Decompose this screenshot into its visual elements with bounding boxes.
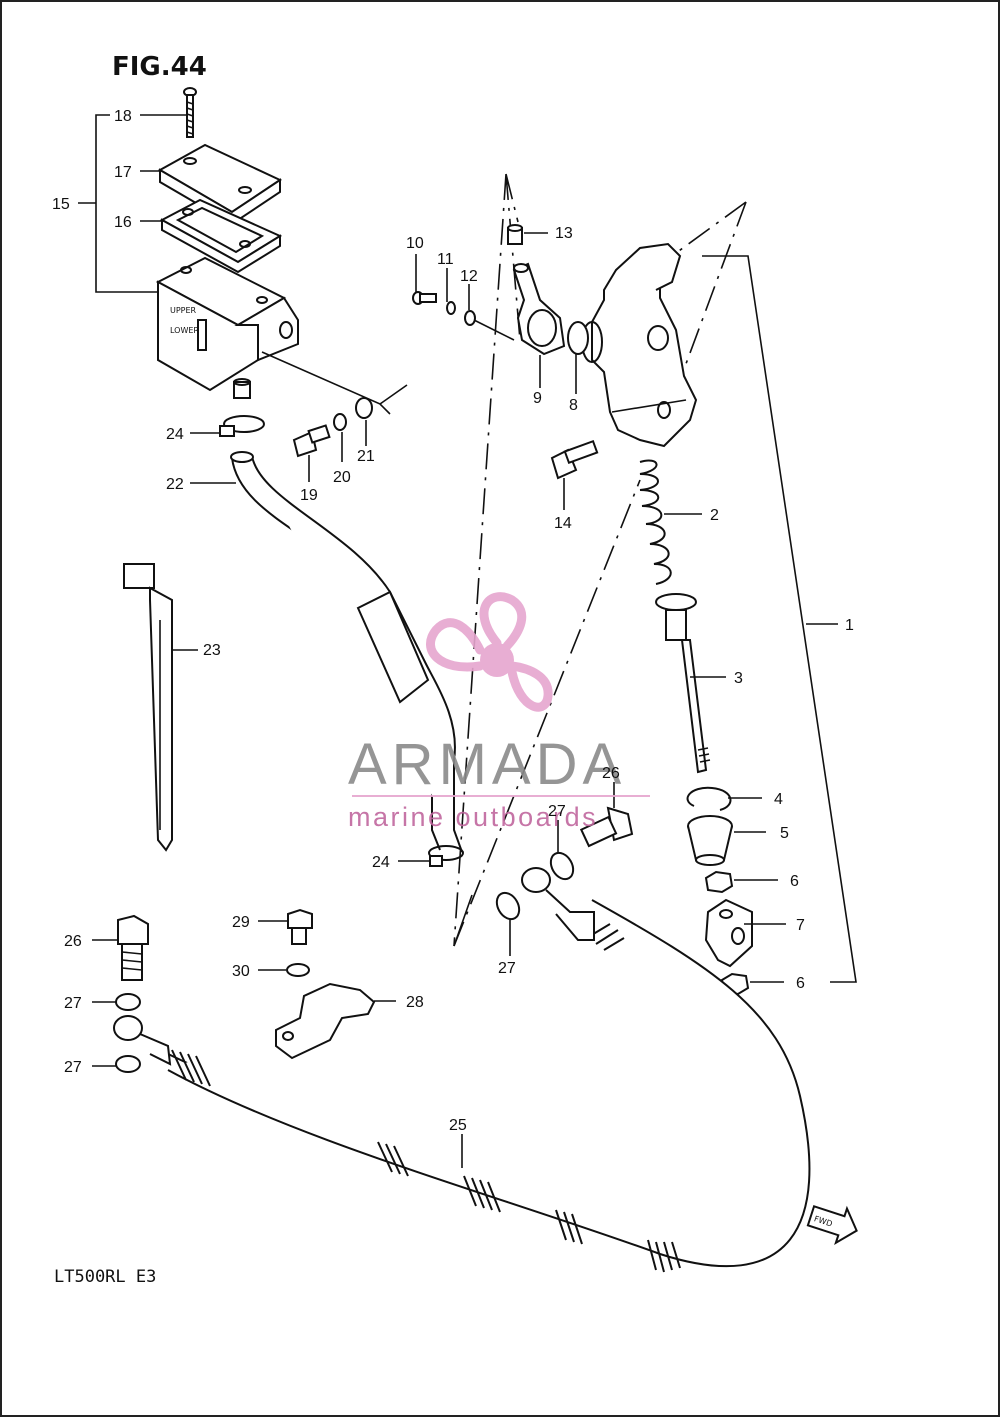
- callout-15: 15: [52, 196, 70, 213]
- callout-3: 3: [734, 670, 743, 687]
- callout-20: 20: [333, 469, 351, 486]
- lower-mark: LOWER: [170, 326, 199, 335]
- callout-13: 13: [555, 225, 573, 242]
- washer-21: [355, 397, 373, 419]
- master-cylinder: [581, 242, 698, 448]
- watermark-brand: ARMADA: [348, 732, 626, 797]
- washer-27-a: [115, 993, 141, 1011]
- banjo-end-left: [113, 1015, 172, 1066]
- callout-12: 12: [460, 268, 478, 285]
- callout-28: 28: [406, 994, 424, 1011]
- callout-1: 1: [845, 617, 854, 634]
- diaphragm-16: [159, 198, 283, 274]
- propeller-icon: [426, 592, 553, 712]
- bolt-29: [287, 908, 313, 945]
- reservoir-body: [155, 256, 299, 399]
- callout-5: 5: [780, 825, 789, 842]
- washer-27-b: [115, 1055, 141, 1073]
- cap-13: [507, 224, 523, 245]
- watermark-tagline: marine outboards: [348, 802, 598, 832]
- callout-26-right: 26: [602, 765, 620, 782]
- bracket-15: [95, 114, 160, 293]
- banjo-bolt-26-left: [117, 914, 149, 981]
- o-ring-8: [567, 321, 589, 355]
- leader-10-12: [473, 319, 515, 341]
- screw-10: [412, 291, 437, 305]
- bracket-1: [702, 255, 857, 983]
- fwd-arrow-icon: FWD: [806, 1205, 858, 1246]
- bolt-14: [550, 439, 599, 480]
- callout-26-left: 26: [64, 933, 82, 950]
- cable-tie-23: [123, 563, 173, 852]
- callout-21: 21: [357, 448, 375, 465]
- callout-14: 14: [554, 515, 572, 532]
- reservoir-assembly: UPPER LOWER: [78, 87, 299, 399]
- circlip-4: [686, 786, 732, 811]
- washer-27-c: [549, 851, 575, 881]
- washer-20: [333, 413, 347, 431]
- callout-27-d: 27: [498, 960, 516, 977]
- washer-11: [446, 301, 456, 315]
- cap-17: [157, 143, 283, 226]
- callout-9: 9: [533, 390, 542, 407]
- callout-16: 16: [114, 214, 132, 231]
- upper-mark: UPPER: [170, 306, 197, 315]
- clamp-24-top: [219, 415, 265, 437]
- watermark: ARMADA marine outboards: [348, 592, 650, 832]
- hose-22-sleeve: [356, 590, 430, 704]
- hose-25-sleeves: [171, 923, 681, 1273]
- banjo-bolt-26-right: [579, 806, 634, 848]
- boot-5: [687, 815, 733, 866]
- callout-30: 30: [232, 963, 250, 980]
- screw-18: [183, 87, 197, 138]
- washer-30: [286, 963, 310, 977]
- callout-27-b: 27: [64, 1059, 82, 1076]
- mount-leader: [261, 351, 408, 415]
- nut-6-top: [704, 870, 734, 894]
- clevis-7: [704, 898, 753, 968]
- callout-17: 17: [114, 164, 132, 181]
- washer-27-d: [495, 891, 521, 921]
- washer-12: [464, 310, 476, 326]
- callout-8: 8: [569, 397, 578, 414]
- callout-2: 2: [710, 507, 719, 524]
- callout-24-top: 24: [166, 426, 184, 443]
- callout-10: 10: [406, 235, 424, 252]
- callout-18: 18: [114, 108, 132, 125]
- callout-22: 22: [166, 476, 184, 493]
- callout-7: 7: [796, 917, 805, 934]
- hose-22-end: [230, 451, 254, 463]
- callout-4: 4: [774, 791, 783, 808]
- callout-25: 25: [449, 1117, 467, 1134]
- callout-6-top: 6: [790, 873, 799, 890]
- connector-9: [512, 262, 566, 356]
- callout-24-bottom: 24: [372, 854, 390, 871]
- figure-title: FIG.44: [112, 52, 207, 82]
- push-rod-3: [680, 639, 711, 774]
- callout-19: 19: [300, 487, 318, 504]
- callout-29: 29: [232, 914, 250, 931]
- callout-27-c: 27: [548, 803, 566, 820]
- hose-25-outline-b: [167, 899, 811, 1268]
- model-code: LT500RL E3: [54, 1267, 156, 1287]
- banjo-end-right: [521, 867, 595, 941]
- callout-23: 23: [203, 642, 221, 659]
- spring-2: [639, 459, 697, 641]
- callout-27-a: 27: [64, 995, 82, 1012]
- clamp-28: [275, 982, 376, 1060]
- callout-6-bottom: 6: [796, 975, 805, 992]
- callout-11: 11: [437, 251, 454, 268]
- bolt-19: [292, 424, 331, 458]
- alignment-foot: [453, 894, 473, 947]
- clamp-24-bottom: [428, 845, 464, 867]
- alignment-lines-left: [453, 173, 521, 947]
